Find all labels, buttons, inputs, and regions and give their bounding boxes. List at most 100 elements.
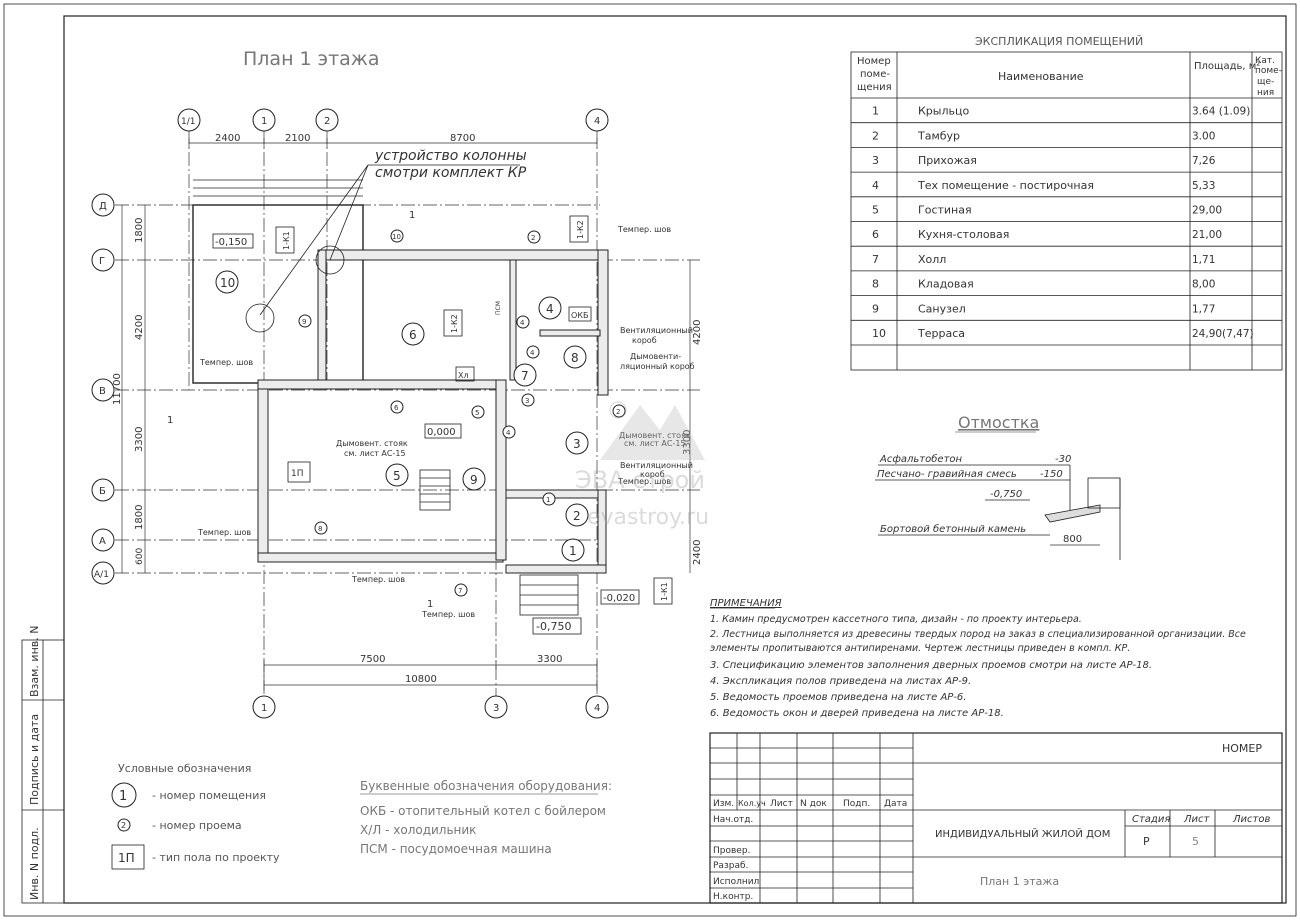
svg-text:ще-: ще- — [1257, 77, 1274, 87]
expl-row-name: Кухня-столовая — [918, 228, 1009, 241]
svg-text:Разраб.: Разраб. — [713, 861, 748, 871]
axis-b: Б — [99, 486, 106, 497]
axis-bottom-3: 3 — [493, 703, 499, 714]
expl-row-num: 9 — [872, 302, 879, 315]
svg-text:-0,750: -0,750 — [990, 489, 1022, 500]
floor-type-3: 1-К2 — [576, 220, 585, 239]
svg-text:- номер проема: - номер проема — [152, 819, 242, 832]
room-4: 4 — [546, 302, 554, 316]
dim-left-5: 1800 — [134, 505, 145, 530]
dim-left-2: 4200 — [134, 315, 145, 340]
floor-type-1: 1-К1 — [282, 231, 291, 250]
dim-top-1: 2400 — [215, 133, 240, 144]
room-2: 2 — [573, 509, 581, 523]
expl-row-name: Терраса — [917, 327, 965, 340]
expl-row-name: Санузел — [918, 302, 966, 315]
svg-text:- тип пола по проекту: - тип пола по проекту — [152, 851, 280, 864]
floor-type-2: 1-К2 — [450, 314, 459, 333]
watermark: ЭВА строй evastroy.ru — [575, 401, 709, 530]
svg-text:Дымовент. стояк: Дымовент. стояк — [619, 431, 691, 440]
svg-text:2. Лестница выполняется из дре: 2. Лестница выполняется из древесины тве… — [710, 629, 1246, 640]
svg-text:Исполнил: Исполнил — [713, 877, 759, 887]
side-sign-label: Подпись и дата — [28, 714, 41, 805]
expl-row-num: 1 — [872, 105, 879, 118]
dim-left-4: 3300 — [134, 427, 145, 452]
svg-text:Асфальтобетон: Асфальтобетон — [879, 453, 963, 465]
svg-text:2: 2 — [616, 408, 620, 416]
expl-row-area: 1,77 — [1192, 303, 1215, 315]
svg-text:1: 1 — [167, 415, 173, 426]
svg-text:Изм.: Изм. — [713, 799, 734, 809]
svg-text:N док: N док — [800, 799, 827, 809]
dim-top-2: 2100 — [285, 133, 310, 144]
expl-row-name: Прихожая — [918, 154, 977, 167]
side-inv-label: Инв. N подл. — [28, 827, 41, 900]
expl-row-num: 2 — [872, 129, 879, 142]
svg-text:5: 5 — [475, 409, 479, 417]
axis-top-1-1: 1/1 — [181, 117, 195, 127]
expl-row-num: 10 — [872, 327, 886, 340]
expl-row-name: Холл — [918, 253, 946, 266]
svg-text:Кат.: Кат. — [1255, 56, 1275, 66]
svg-text:поме-: поме- — [860, 69, 890, 80]
level-terrace: -0,150 — [215, 237, 247, 248]
expl-row-area: 8,00 — [1192, 279, 1215, 291]
svg-text:поме-: поме- — [1255, 66, 1282, 76]
svg-text:Нач.отд.: Нач.отд. — [713, 815, 753, 825]
room-6: 6 — [409, 328, 417, 342]
svg-text:ния: ния — [1257, 88, 1274, 98]
svg-text:Темпер. шов: Темпер. шов — [421, 610, 475, 619]
stamp-sheet: 5 — [1192, 835, 1199, 848]
svg-text:щения: щения — [857, 82, 892, 93]
svg-text:Песчано- гравийная смесь: Песчано- гравийная смесь — [877, 469, 1017, 480]
dim-right-3: 2400 — [692, 540, 703, 565]
dim-bottom-3: 10800 — [405, 674, 437, 685]
svg-text:элементы пропитываются антипир: элементы пропитываются антипиренами. Чер… — [710, 643, 1130, 654]
dim-left-6: 600 — [135, 548, 145, 565]
svg-text:1: 1 — [119, 789, 127, 804]
room-10: 10 — [220, 276, 235, 290]
svg-text:1П: 1П — [118, 851, 135, 865]
axis-top-2: 2 — [324, 116, 330, 127]
dim-top-3: 8700 — [450, 133, 475, 144]
plan-title: План 1 этажа — [243, 48, 380, 70]
svg-text:Дымовенти-: Дымовенти- — [630, 352, 681, 361]
room-5: 5 — [393, 469, 401, 483]
stamp-project: ИНДИВИДУАЛЬНЫЙ ЖИЛОЙ ДОМ — [935, 827, 1110, 840]
floor-type-4: 1П — [291, 469, 304, 479]
expl-row-num: 8 — [872, 278, 879, 291]
svg-text:Кол.уч: Кол.уч — [738, 799, 766, 808]
notes: ПРИМЕЧАНИЯ 1. Камин предусмотрен кассетн… — [710, 598, 1246, 719]
expl-row-name: Тамбур — [917, 129, 960, 142]
svg-text:Листов: Листов — [1232, 814, 1270, 825]
svg-text:Темпер. шов: Темпер. шов — [617, 225, 671, 234]
expl-row-area: 24,90(7,47) — [1192, 328, 1254, 340]
svg-text:Лист: Лист — [1183, 814, 1211, 825]
svg-text:4. Экспликация полов приведена: 4. Экспликация полов приведена на листах… — [710, 676, 971, 687]
svg-text:9: 9 — [302, 318, 306, 326]
svg-text:Вентиляционный: Вентиляционный — [620, 326, 693, 335]
expl-row-num: 5 — [872, 204, 879, 217]
expl-row-num: 6 — [872, 228, 879, 241]
room-9: 9 — [470, 473, 478, 487]
expl-row-area: 21,00 — [1192, 229, 1222, 241]
axis-g: Г — [99, 256, 105, 267]
svg-text:Х/Л - холодильник: Х/Л - холодильник — [360, 823, 476, 837]
room-markers: 10 6 4 7 8 5 9 3 2 1 — [215, 270, 589, 562]
svg-text:1: 1 — [427, 599, 433, 610]
svg-text:3. Спецификацию элементов запо: 3. Спецификацию элементов заполнения две… — [710, 660, 1152, 671]
expl-row-area: 5,33 — [1192, 180, 1215, 192]
axis-top-4: 4 — [594, 116, 600, 127]
axis-bottom-4: 4 — [594, 703, 600, 714]
level-entry: -0,020 — [603, 593, 635, 604]
watermark-brand: ЭВА строй — [575, 466, 705, 494]
room-8: 8 — [571, 351, 579, 365]
svg-text:Наименование: Наименование — [998, 70, 1084, 83]
svg-text:см. лист АС-15: см. лист АС-15 — [344, 449, 406, 458]
dim-right-1: 4200 — [692, 320, 703, 345]
notes-title: ПРИМЕЧАНИЯ — [710, 598, 782, 609]
svg-text:- номер помещения: - номер помещения — [152, 789, 266, 802]
legend-title: Условные обозначения — [118, 762, 251, 775]
inner-frame — [63, 15, 1287, 904]
svg-text:Стадия: Стадия — [1132, 814, 1170, 825]
